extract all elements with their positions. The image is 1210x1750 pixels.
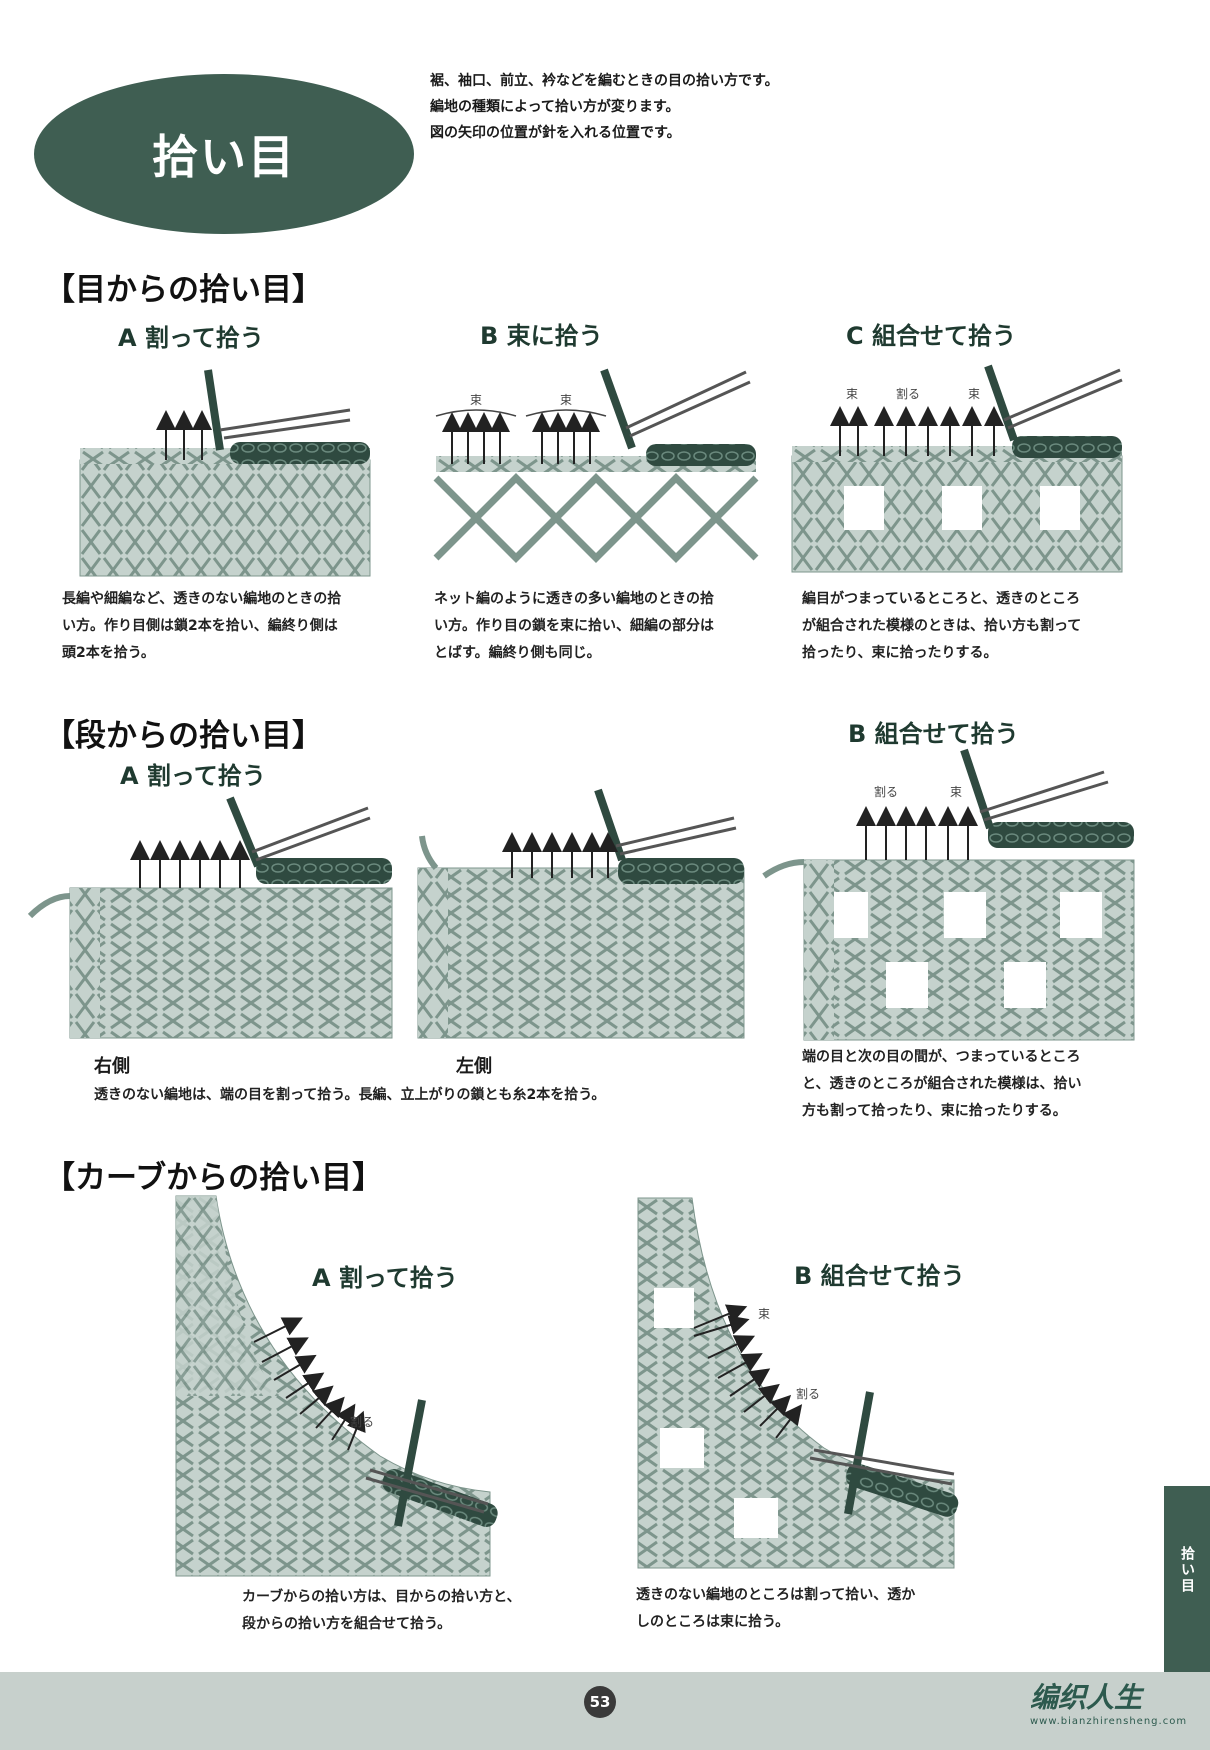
section-heading-from-rows: 【段からの拾い目】 <box>44 718 323 754</box>
diagram-title-rows-b: B 組合せて拾う <box>848 720 1019 748</box>
diagram-title-a: A 割って拾う <box>118 324 264 352</box>
caption-line: 段からの拾い方を組合せて拾う。 <box>242 1616 452 1632</box>
caption-stitches-b: ネット編のように透きの多い編地のときの拾 い方。作り目の鎖を束に拾い、細編の部分… <box>434 586 714 667</box>
label-bundle-2: 束 <box>560 393 572 407</box>
section-heading-from-stitches: 【目からの拾い目】 <box>44 272 323 308</box>
caption-line: 頭2本を拾う。 <box>62 645 155 661</box>
label-split: 割る <box>796 1386 820 1401</box>
watermark-title: 编织人生 <box>1030 1681 1143 1714</box>
intro-line: 図の矢印の位置が針を入れる位置です。 <box>430 125 681 141</box>
caption-line: とばす。編終り側も同じ。 <box>434 645 601 661</box>
caption-line: 透きのない編地のところは割って拾い、透か <box>636 1587 916 1603</box>
caption-line: ネット編のように透きの多い編地のときの拾 <box>434 591 714 607</box>
label-bundle: 束 <box>758 1307 770 1321</box>
diagram-stitches-b: 束 束 <box>433 368 759 574</box>
diagram-curve-a: 割る <box>175 1195 498 1577</box>
caption-rows-b: 端の目と次の目の間が、つまっているところ と、透きのところが組合された模様は、拾… <box>802 1044 1081 1125</box>
label-split: 割る <box>350 1414 374 1429</box>
side-tab-label: 拾い目 <box>1179 1546 1195 1594</box>
diagram-title-c: C 組合せて拾う <box>846 322 1016 350</box>
caption-line: と、透きのところが組合された模様は、拾い <box>802 1076 1082 1092</box>
diagram-title-curve-a: A 割って拾う <box>312 1264 458 1292</box>
diagram-stitches-c: 束 割る 束 <box>791 364 1123 573</box>
caption-line: 方も割って拾ったり、束に拾ったりする。 <box>802 1103 1067 1119</box>
diagram-stitches-a <box>79 369 371 577</box>
intro-line: 編地の種類によって拾い方が変ります。 <box>430 99 680 115</box>
label-left-side: 左側 <box>456 1056 492 1077</box>
caption-line: が組合された模様のときは、拾い方も割って <box>802 618 1082 634</box>
page-title: 拾い目 <box>34 74 414 234</box>
caption-line: い方。作り目側は鎖2本を拾い、編終り側は <box>62 618 338 634</box>
intro-line: 裾、袖口、前立、衿などを編むときの目の拾い方です。 <box>430 73 779 89</box>
caption-curve-b: 透きのない編地のところは割って拾い、透か しのところは束に拾う。 <box>636 1582 915 1636</box>
watermark: 编织人生 www.bianzhirensheng.com <box>1030 1676 1202 1727</box>
label-bundle: 束 <box>950 785 962 799</box>
diagram-title-rows-a: A 割って拾う <box>120 762 266 790</box>
caption-curve-a: カーブからの拾い方は、目からの拾い方と、 段からの拾い方を組合せて拾う。 <box>242 1584 521 1638</box>
label-right-side: 右側 <box>94 1056 130 1077</box>
caption-rows-a: 透きのない編地は、端の目を割って拾う。長編、立上がりの鎖とも糸2本を拾う。 <box>94 1082 605 1109</box>
diagram-curve-b: 束 割る <box>637 1197 959 1569</box>
caption-line: 拾ったり、束に拾ったりする。 <box>802 645 998 661</box>
caption-line: い方。作り目の鎖を束に拾い、細編の部分は <box>434 618 714 634</box>
label-split: 割る <box>874 784 898 799</box>
diagram-rows-b: 割る 束 <box>762 748 1135 1041</box>
label-bundle: 束 <box>968 387 980 401</box>
caption-line: 透きのない編地は、端の目を割って拾う。長編、立上がりの鎖とも糸2本を拾う。 <box>94 1087 606 1103</box>
watermark-url: www.bianzhirensheng.com <box>1030 1716 1188 1727</box>
caption-line: しのところは束に拾う。 <box>636 1614 790 1630</box>
diagram-rows-left <box>417 788 745 1039</box>
caption-line: カーブからの拾い方は、目からの拾い方と、 <box>242 1589 521 1605</box>
label-bundle-1: 束 <box>470 393 482 407</box>
caption-line: 編目がつまっているところと、透きのところ <box>802 591 1081 607</box>
caption-stitches-a: 長編や細編など、透きのない編地のときの拾 い方。作り目側は鎖2本を拾い、編終り側… <box>62 586 341 667</box>
section-heading-from-curve: 【カーブからの拾い目】 <box>44 1160 384 1196</box>
caption-stitches-c: 編目がつまっているところと、透きのところ が組合された模様のときは、拾い方も割っ… <box>802 586 1081 667</box>
caption-line: 端の目と次の目の間が、つまっているところ <box>802 1049 1081 1065</box>
diagram-title-b: B 束に拾う <box>480 322 603 350</box>
side-tab: 拾い目 <box>1164 1486 1210 1672</box>
diagram-rows-right <box>27 796 393 1039</box>
page-number: 53 <box>584 1686 616 1718</box>
label-bundle: 束 <box>846 387 858 401</box>
diagram-title-curve-b: B 組合せて拾う <box>794 1262 965 1290</box>
label-split: 割る <box>896 386 920 401</box>
caption-line: 長編や細編など、透きのない編地のときの拾 <box>62 591 342 607</box>
intro-text: 裾、袖口、前立、衿などを編むときの目の拾い方です。 編地の種類によって拾い方が変… <box>430 68 779 146</box>
